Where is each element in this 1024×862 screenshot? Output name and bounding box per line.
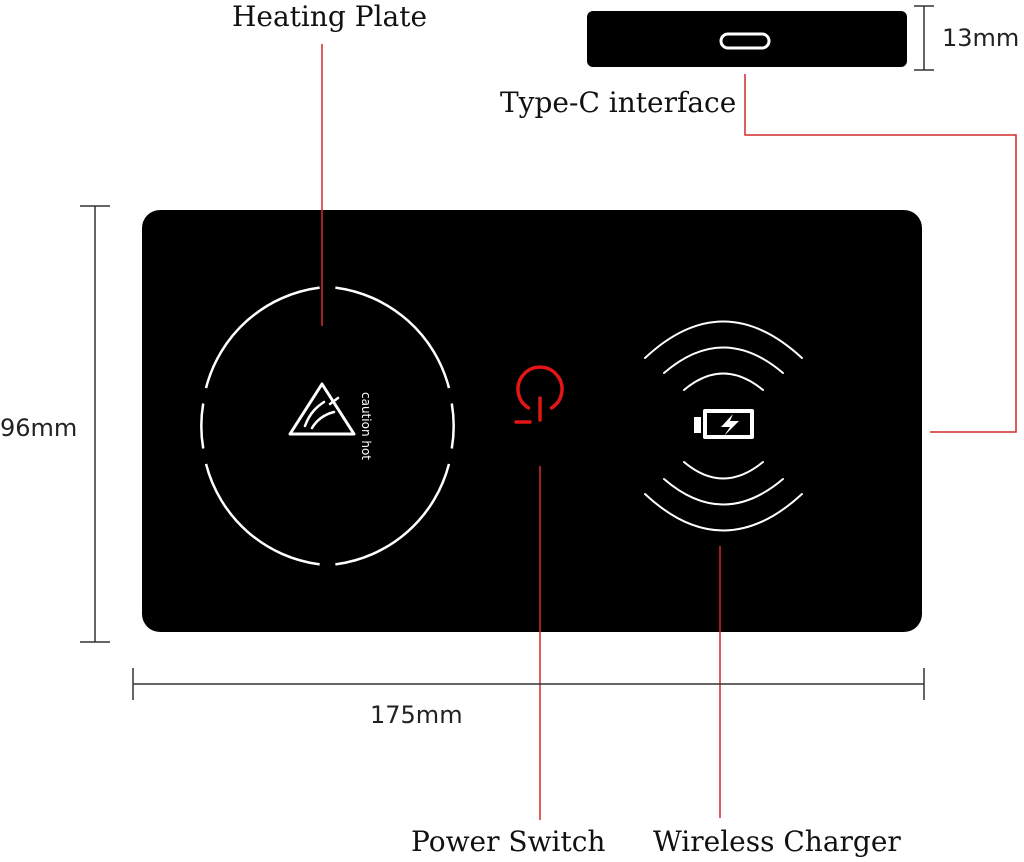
thickness-dimension [914, 5, 934, 71]
width-label: 175mm [370, 701, 463, 729]
warning-triangle-icon [288, 382, 356, 436]
height-label: 96mm [0, 414, 77, 442]
heating-plate-ring [200, 286, 455, 566]
power-icon[interactable] [514, 365, 564, 424]
height-dimension [80, 205, 110, 643]
side-view-body [587, 11, 907, 67]
type-c-leader [744, 74, 1017, 433]
wireless-charger-waves [644, 320, 803, 532]
thickness-label: 13mm [942, 24, 1019, 52]
wireless-charger-label: Wireless Charger [653, 825, 901, 858]
leader-lines [321, 44, 1017, 820]
width-dimension [132, 668, 925, 700]
power-switch-label: Power Switch [411, 825, 605, 858]
side-view: 13mm [587, 5, 1019, 71]
usb-c-port-icon [719, 32, 771, 50]
battery-charging-icon [694, 409, 754, 439]
type-c-label: Type-C interface [500, 86, 736, 119]
heating-plate-label: Heating Plate [232, 0, 427, 33]
device-body [142, 210, 922, 632]
caution-text: caution hot [359, 392, 373, 460]
